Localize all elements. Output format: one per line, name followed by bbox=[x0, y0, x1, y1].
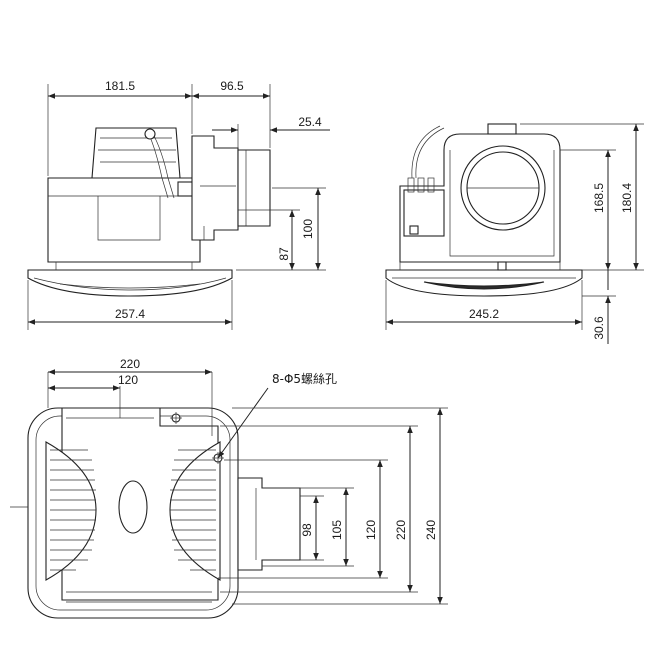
front-motor bbox=[91, 127, 181, 179]
plan-dim-240: 240 bbox=[424, 520, 438, 540]
plan-dim-220-horizontal: 220 bbox=[120, 357, 140, 371]
front-duct bbox=[191, 135, 239, 241]
side-dim-245-2: 245.2 bbox=[469, 307, 499, 321]
front-ceiling-panel bbox=[27, 269, 233, 297]
plan-dim-220-vertical: 220 bbox=[394, 520, 408, 540]
plan-dim-98: 98 bbox=[300, 523, 314, 537]
side-dim-180-4: 180.4 bbox=[620, 183, 634, 213]
side-dim-168-5: 168.5 bbox=[592, 183, 606, 213]
front-housing bbox=[47, 177, 201, 263]
front-dim-181-5: 181.5 bbox=[105, 79, 135, 93]
plan-dim-120-vertical: 120 bbox=[364, 520, 378, 540]
plan-view: 220 120 8-Φ5螺絲孔 98 105 120 220 240 bbox=[10, 357, 448, 619]
side-ceiling-panel bbox=[385, 269, 583, 297]
front-dim-100: 100 bbox=[301, 219, 315, 239]
plan-dim-105: 105 bbox=[330, 520, 344, 540]
front-view: 181.5 96.5 25.4 100 87 257.4 bbox=[27, 79, 330, 330]
plan-screw-note: 8-Φ5螺絲孔 bbox=[272, 371, 337, 386]
side-dim-30-6: 30.6 bbox=[592, 316, 606, 340]
front-dim-87: 87 bbox=[277, 247, 291, 261]
plan-dim-120-horizontal: 120 bbox=[118, 373, 138, 387]
side-view: 168.5 180.4 30.6 245.2 bbox=[385, 123, 644, 344]
plan-duct bbox=[237, 477, 301, 571]
side-grille-dark bbox=[423, 281, 545, 290]
front-dim-96-5: 96.5 bbox=[220, 79, 244, 93]
front-dim-257-4: 257.4 bbox=[115, 307, 145, 321]
plan-center-lens bbox=[118, 480, 148, 534]
front-dim-25-4: 25.4 bbox=[298, 115, 322, 129]
